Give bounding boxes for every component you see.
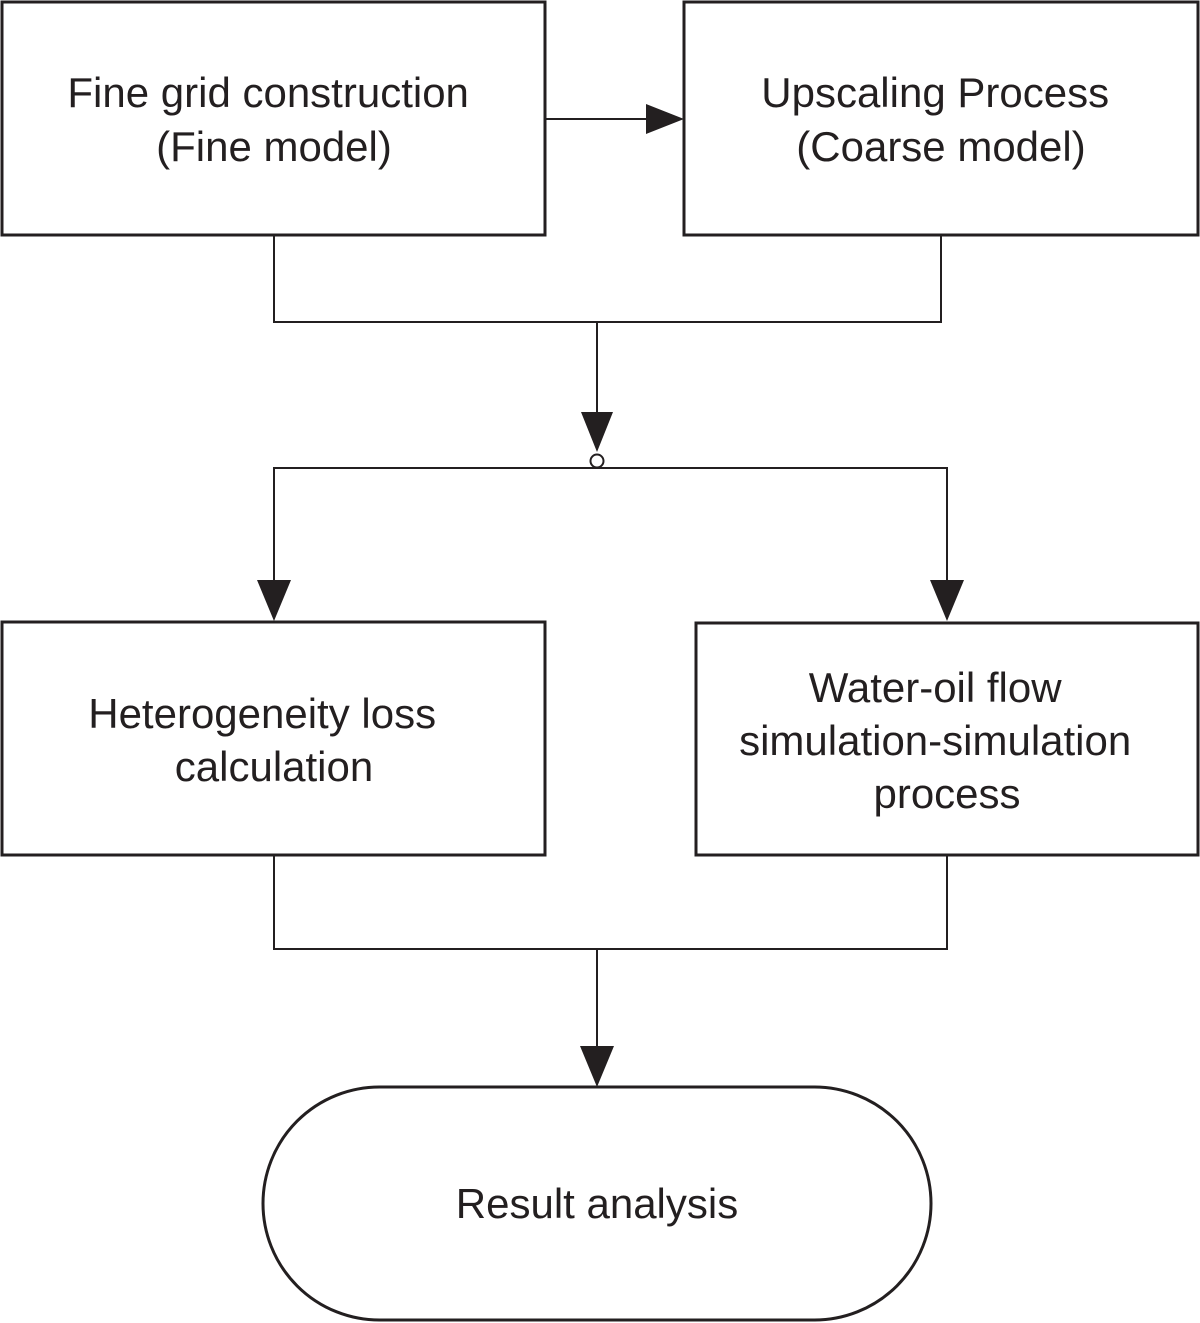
node-upscaling-label: Upscaling Process (Coarse model)	[761, 69, 1120, 170]
arrowhead-to-flow-simulation	[930, 580, 964, 621]
node-upscaling: Upscaling Process (Coarse model)	[682, 0, 1200, 237]
arrowhead-to-upscaling	[646, 104, 684, 134]
node-fine-grid-line-2: (Fine model)	[156, 123, 392, 170]
arrowhead-to-junction	[581, 412, 613, 452]
connector-bottom-merge	[273, 856, 948, 950]
connector-split	[273, 467, 948, 583]
node-flow-simulation-box	[694, 621, 1200, 857]
node-result-box	[261, 1085, 933, 1322]
node-heterogeneity-line-1: Heterogeneity loss	[88, 690, 436, 737]
node-heterogeneity-label: Heterogeneity loss calculation	[88, 690, 448, 790]
node-heterogeneity-box	[0, 620, 547, 857]
arrowhead-to-heterogeneity	[257, 580, 291, 621]
node-upscaling-line-2: (Coarse model)	[796, 123, 1085, 170]
node-flow-simulation-line-2: simulation-simulation	[739, 717, 1131, 764]
node-fine-grid-box	[0, 0, 547, 237]
junction-node	[589, 453, 605, 469]
node-flow-simulation: Water-oil flow simulation-simulation pro…	[694, 621, 1200, 857]
node-heterogeneity-line-2: calculation	[175, 743, 373, 790]
node-fine-grid-line-1: Fine grid construction	[67, 69, 469, 116]
connector-top-merge	[273, 236, 942, 323]
node-upscaling-box	[682, 0, 1200, 237]
node-heterogeneity: Heterogeneity loss calculation	[0, 620, 547, 857]
node-result: Result analysis	[261, 1085, 933, 1322]
node-upscaling-line-1: Upscaling Process	[761, 69, 1109, 116]
node-result-label: Result analysis	[456, 1180, 738, 1227]
node-result-line-1: Result analysis	[456, 1180, 738, 1227]
node-flow-simulation-label: Water-oil flow simulation-simulation pro…	[739, 664, 1143, 817]
arrowhead-to-result	[580, 1046, 614, 1087]
node-fine-grid: Fine grid construction (Fine model)	[0, 0, 547, 237]
node-flow-simulation-line-3: process	[873, 770, 1020, 817]
node-fine-grid-label: Fine grid construction (Fine model)	[67, 69, 480, 170]
node-flow-simulation-line-1: Water-oil flow	[809, 664, 1062, 711]
